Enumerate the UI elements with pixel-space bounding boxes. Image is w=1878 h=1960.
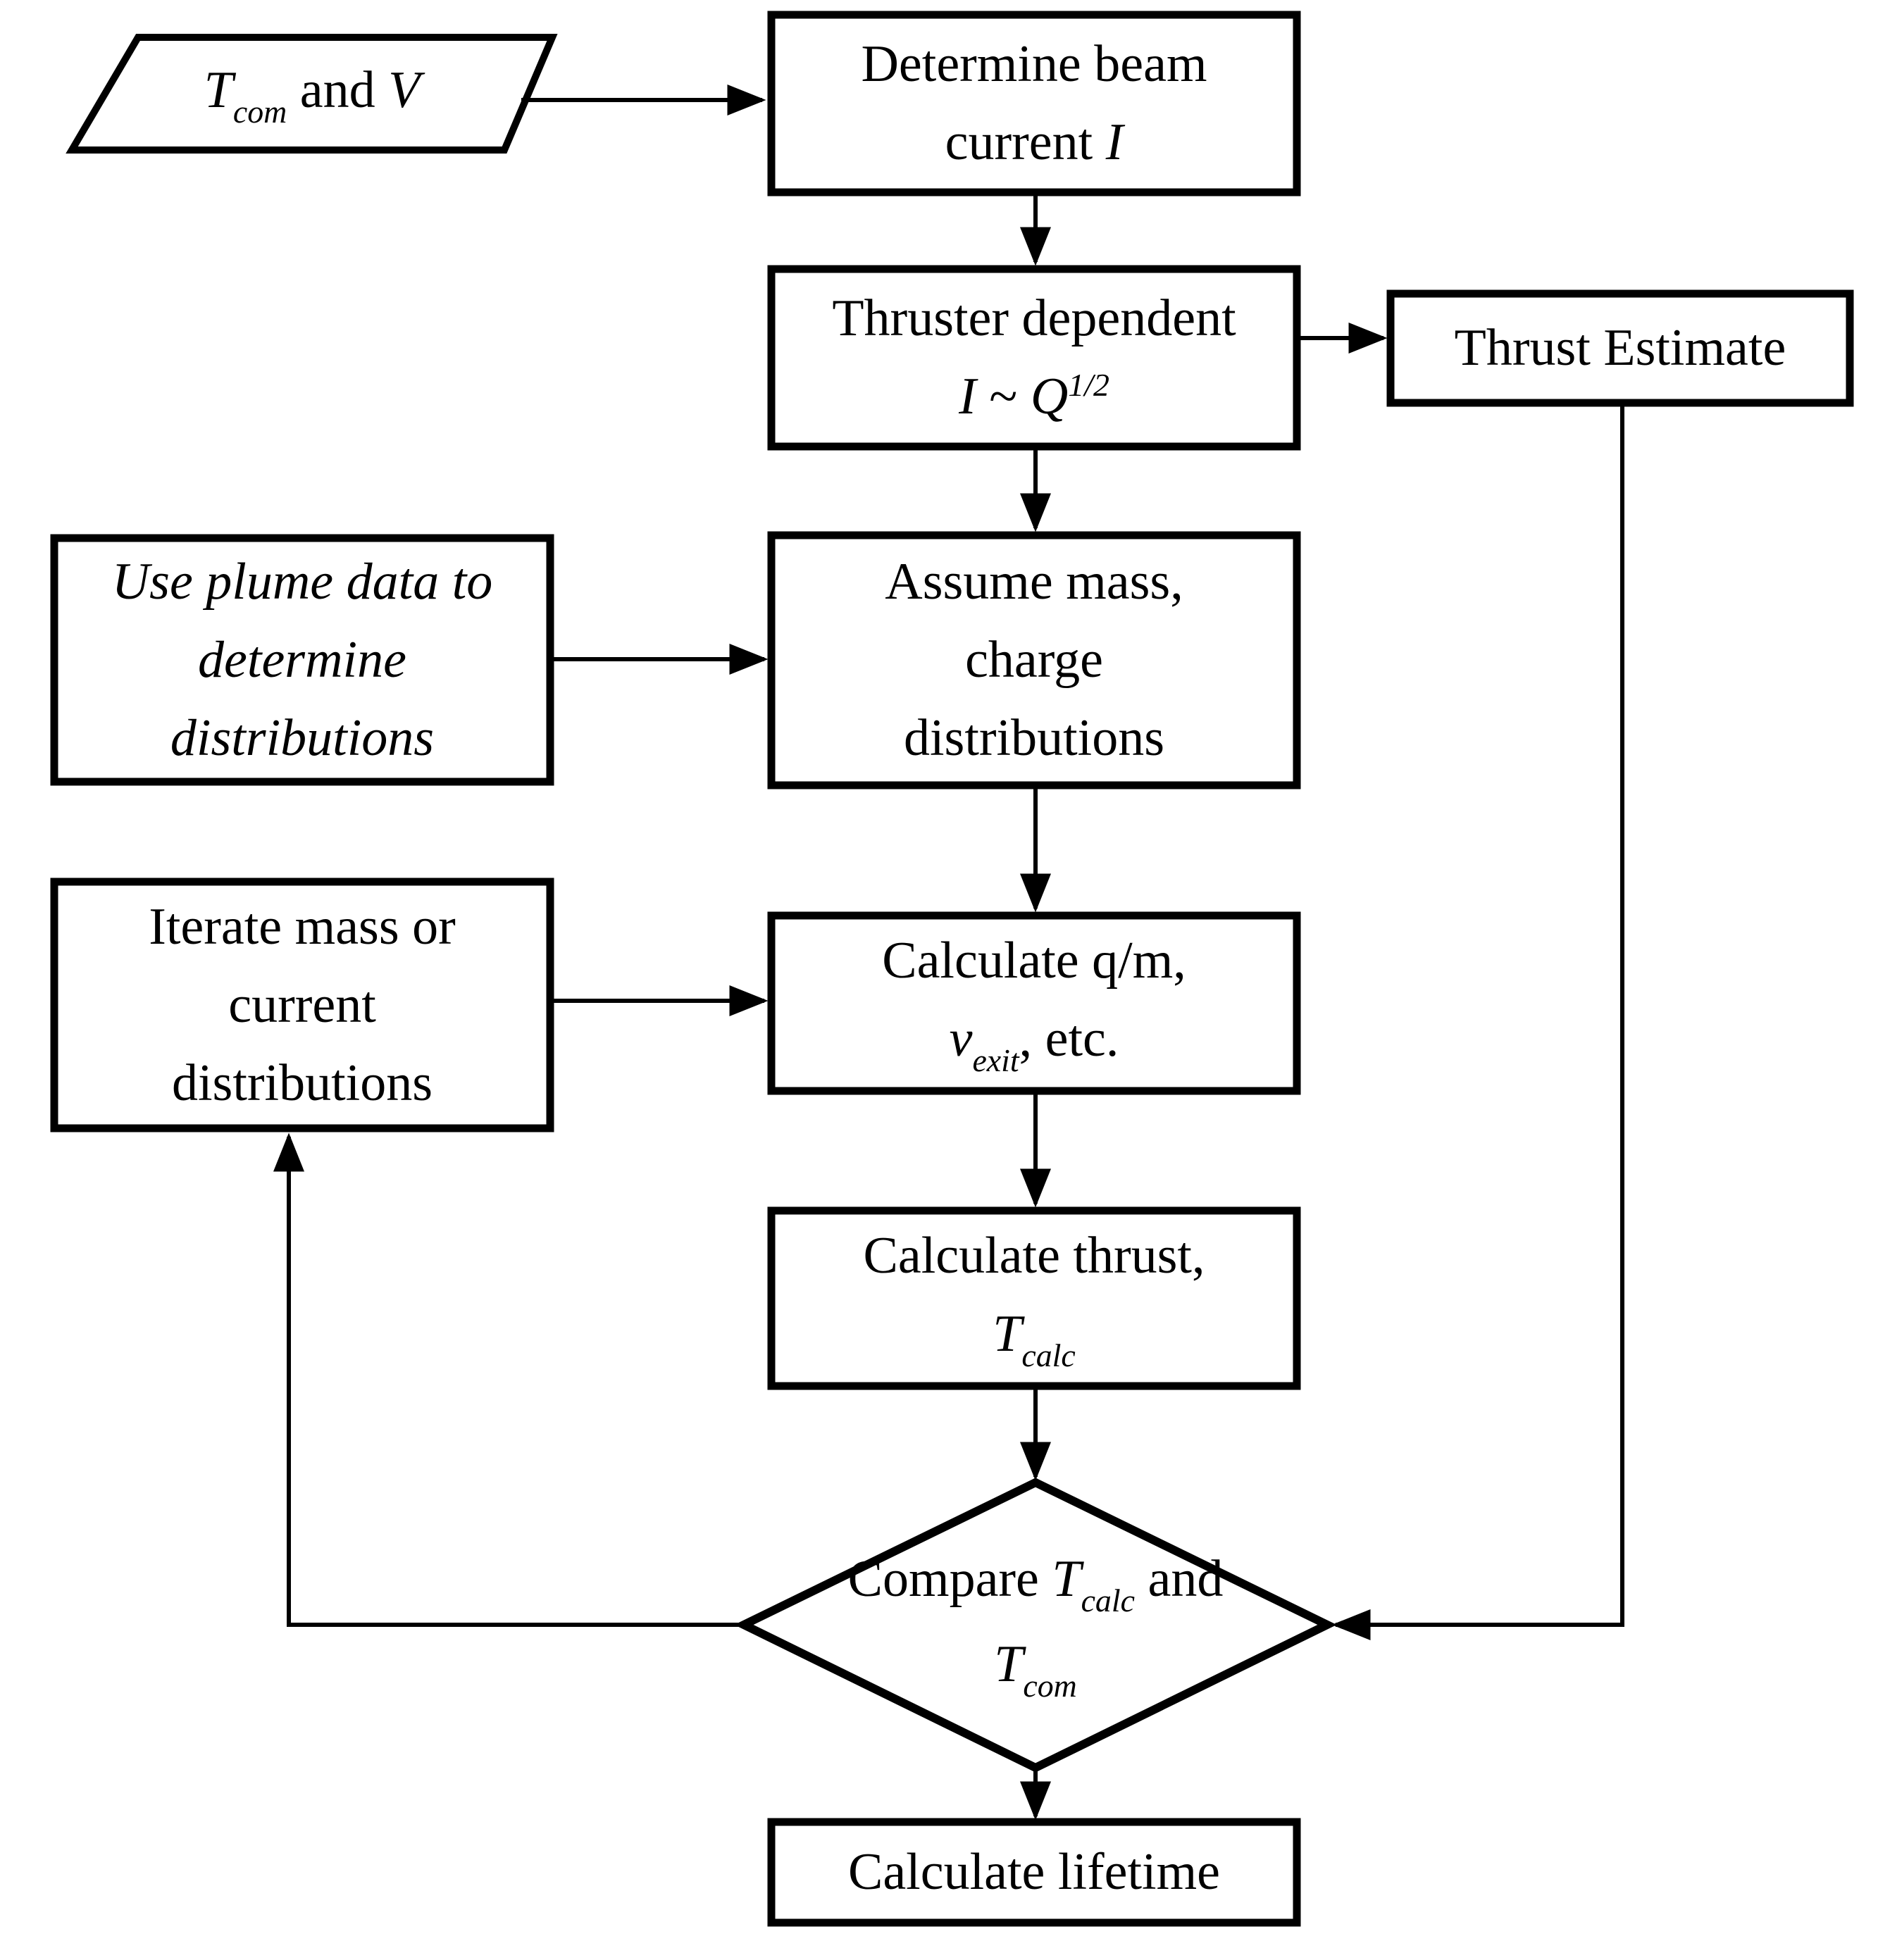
arrow-compare-to-iterate-feedback	[273, 1132, 744, 1627]
calculate-lifetime-box	[767, 1818, 1301, 1927]
iterate-distributions-box	[50, 878, 554, 1132]
compare-decision-diamond-shape	[734, 1478, 1337, 1773]
determine-beam-current-box	[767, 11, 1301, 196]
calculate-qm-box	[767, 911, 1301, 1095]
calculate-thrust-box	[767, 1206, 1301, 1390]
use-plume-data-box	[50, 534, 554, 786]
arrow-thrust-estimate-to-compare	[1331, 403, 1624, 1641]
thrust-estimate-box	[1386, 289, 1854, 407]
assume-distributions-box	[767, 531, 1301, 789]
thruster-dependent-box	[767, 265, 1301, 451]
input-parallelogram-shape	[66, 34, 558, 154]
